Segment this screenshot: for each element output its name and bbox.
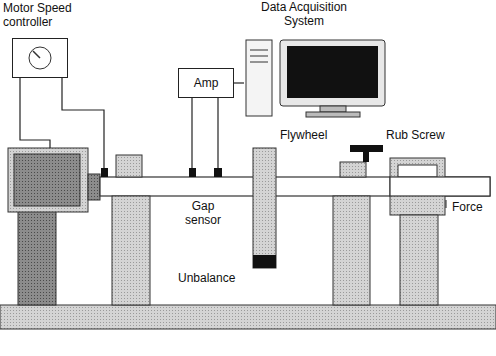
signal-cable [234,82,244,83]
rub-screw-stem [363,152,369,162]
base-plate [0,305,496,329]
heading-label: Data Acquisition System [244,0,364,28]
tacho-sensor [101,168,108,177]
monitor-screen [287,46,378,98]
sensor-wire [191,98,192,168]
drive-slot [250,56,268,57]
unbalance-mass [253,255,276,268]
speed-dial [29,47,51,69]
monitor [280,40,385,106]
drive-slot [250,50,268,51]
box-label: Amp [179,69,233,90]
drive-slot [250,62,268,63]
bearing-pedestal [333,196,370,305]
shaft [390,177,490,196]
flywheel [253,148,276,268]
amp-box: Amp [178,68,234,98]
part-label: Flywheel [280,128,350,142]
force-label: Force [452,200,492,214]
part-label: Unbalance [178,271,250,285]
gap-sensor [214,168,222,177]
rub-pedestal [400,215,438,305]
tacho-wire [62,78,104,172]
speed-controller: Motor Speed controller [12,38,68,78]
monitor-base [306,112,360,117]
rub-screw-handle [350,145,383,152]
coupling [88,174,100,200]
data-acquisition-computer: Data Acquisition System [244,38,388,120]
rub-window [398,165,437,177]
shaft [100,177,490,196]
motor-stand [18,210,56,305]
motor-body [8,148,88,212]
force-marker [446,200,447,208]
sensor-label: Gap sensor [176,199,230,227]
heading-label: Motor Speed controller [3,1,83,29]
bearing-cap [340,162,366,177]
bearing-pedestal [112,196,150,305]
part-label: Rub Screw [386,128,466,142]
computer-tower [246,40,272,116]
motor-face [14,154,80,206]
motor-wire [20,78,50,148]
sensor-wire [217,98,218,168]
monitor-neck [320,106,346,112]
dial-needle [33,51,40,58]
bearing-cap [116,155,142,177]
gap-sensor [189,168,196,177]
